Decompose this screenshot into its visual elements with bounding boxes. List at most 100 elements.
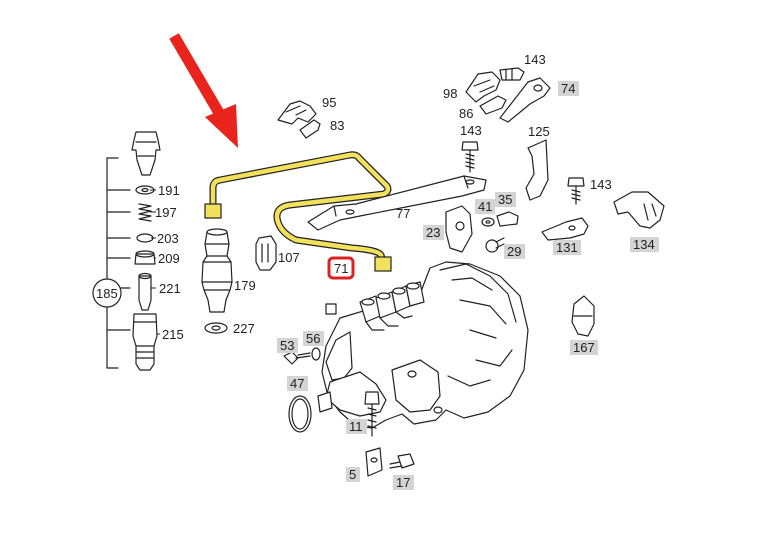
label-125: 125 [528,124,550,139]
bolt-29 [485,237,505,253]
label-143b: 143 [460,123,482,138]
injection-pump-body [317,261,529,433]
label-23: 23 [423,225,444,240]
label-35-text: 35 [498,192,512,207]
bracket-74 [499,77,551,123]
label-179-text: 179 [234,278,256,293]
label-197: 197 [155,205,177,220]
callout-frame-71 [327,256,355,280]
label-17-text: 17 [396,475,410,490]
label-134-text: 134 [633,237,655,252]
label-167: 167 [570,340,598,355]
label-41-text: 41 [478,199,492,214]
o-ring-47 [288,395,312,433]
cap-small [325,303,337,315]
washer-56 [311,347,321,361]
label-167-text: 167 [573,340,595,355]
label-56: 56 [303,331,324,346]
connector-107 [255,235,277,271]
label-74-text: 74 [561,81,575,96]
label-77: 77 [396,206,410,221]
red-pointer-arrow [169,33,238,148]
bolt-17 [389,453,415,469]
washer-227 [204,322,228,334]
bolt-143-middle [461,141,479,173]
label-95-text: 95 [322,95,336,110]
washer-41 [481,217,495,227]
label-227-text: 227 [233,321,255,336]
label-143c: 143 [590,177,612,192]
label-29-text: 29 [507,244,521,259]
bolt-143-right [567,177,585,205]
label-23-text: 23 [426,225,440,240]
label-203: 203 [157,231,179,246]
label-98-text: 98 [443,86,457,101]
group-circle-185 [92,278,122,308]
label-203-text: 203 [157,231,179,246]
label-209-text: 209 [158,251,180,266]
label-71-callout[interactable]: 71 [327,256,355,280]
label-41: 41 [475,199,495,214]
label-143a: 143 [524,52,546,67]
label-197-text: 197 [155,205,177,220]
label-71-text: 71 [334,261,348,276]
nozzle-221 [138,275,152,311]
label-107: 107 [278,250,300,265]
injector-exploded-parts [92,131,161,371]
injection-line-highlight[interactable] [204,151,392,272]
label-98: 98 [443,86,457,101]
label-191: 191 [158,183,180,198]
group-bracket [106,157,131,369]
bracket-125 [525,139,549,201]
label-179: 179 [234,278,256,293]
label-83-text: 83 [330,118,344,133]
label-185: 185 [96,286,118,301]
label-95: 95 [322,95,336,110]
bolt-53 [283,351,311,365]
spring-197 [138,203,152,222]
label-47-text: 47 [290,376,304,391]
label-215-text: 215 [162,327,184,342]
washer-203 [136,233,154,243]
line-nut-right [374,256,392,272]
bracket-group-98-86-74 [465,67,551,123]
label-215: 215 [162,327,184,342]
bracket-131 [541,217,589,241]
label-143a-text: 143 [524,52,546,67]
label-86: 86 [459,106,473,121]
nozzle-holder-top [131,131,161,176]
line-nut-left [204,203,222,219]
leader-lines [150,189,160,335]
label-185-text: 185 [96,286,118,301]
label-134: 134 [630,237,659,252]
bolt-35 [496,211,519,227]
label-56-text: 56 [306,331,320,346]
label-11-text: 11 [349,419,363,434]
bracket-rail-77 [307,175,487,231]
label-53-text: 53 [280,338,294,353]
label-47: 47 [287,376,308,391]
label-221-text: 221 [159,281,181,296]
label-191-text: 191 [158,183,180,198]
bolt-11 [364,391,380,437]
label-227: 227 [233,321,255,336]
label-77-text: 77 [396,206,410,221]
clamp-95-83 [277,100,321,139]
label-107-text: 107 [278,250,300,265]
label-17: 17 [393,475,414,490]
label-131-text: 131 [556,240,578,255]
bracket-134 [613,191,665,229]
label-143c-text: 143 [590,177,612,192]
injector-179 [201,228,233,334]
line-fill [210,152,391,263]
label-11: 11 [346,419,367,434]
label-125-text: 125 [528,124,550,139]
label-143b-text: 143 [460,123,482,138]
label-29: 29 [504,244,525,259]
label-83: 83 [330,118,344,133]
label-35: 35 [495,192,516,207]
label-53: 53 [277,338,298,353]
injector-body-215 [132,313,158,371]
